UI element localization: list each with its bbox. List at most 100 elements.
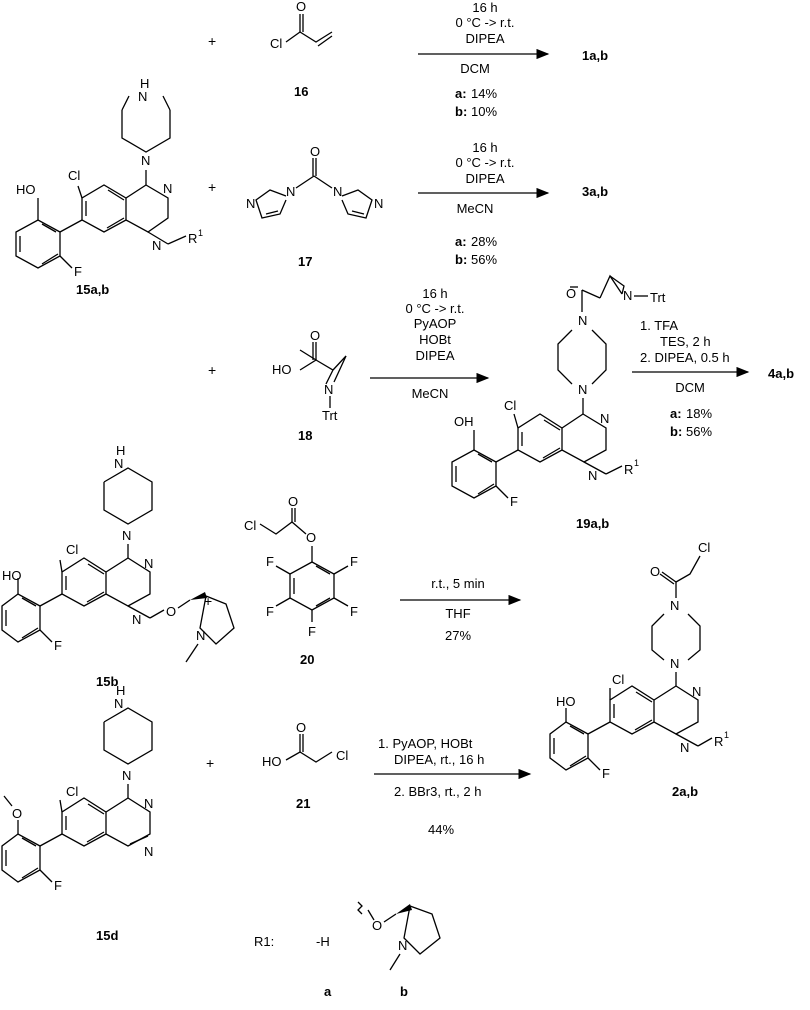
label-2ab: 2a,b xyxy=(672,784,698,799)
svg-text:N: N xyxy=(163,181,172,196)
structure-19ab: N Trt O N N N N R 1 Cl OH F xyxy=(451,274,666,509)
svg-text:H: H xyxy=(116,443,125,458)
svg-text:1. PyAOP, HOBt: 1. PyAOP, HOBt xyxy=(378,736,473,751)
label-15ab: 15a,b xyxy=(76,282,109,297)
svg-text:0 °C -> r.t.: 0 °C -> r.t. xyxy=(455,15,514,30)
label-20: 20 xyxy=(300,652,314,667)
svg-text:1: 1 xyxy=(198,228,203,238)
r1-legend-label: R1: xyxy=(254,934,274,949)
svg-text:Cl: Cl xyxy=(66,784,78,799)
svg-text:1: 1 xyxy=(724,730,729,740)
svg-text:N: N xyxy=(600,411,609,426)
atom-NH: N xyxy=(138,89,147,104)
structure-20: Cl O O F F F F F xyxy=(244,494,358,639)
svg-text:F: F xyxy=(54,878,62,893)
reaction-1: 16 h 0 °C -> r.t. DIPEA DCM a: 14% b: 10… xyxy=(418,0,550,119)
svg-text:N: N xyxy=(578,382,587,397)
svg-text:HOBt: HOBt xyxy=(419,332,451,347)
svg-text:O: O xyxy=(650,564,660,579)
svg-text:Cl: Cl xyxy=(270,36,282,51)
label-17: 17 xyxy=(298,254,312,269)
structure-21: O HO Cl xyxy=(262,720,348,769)
reaction-3: 16 h 0 °C -> r.t. PyAOP HOBt DIPEA MeCN xyxy=(370,286,490,401)
svg-text:O: O xyxy=(288,494,298,509)
svg-text:18%: 18% xyxy=(686,406,712,421)
svg-text:10%: 10% xyxy=(471,104,497,119)
svg-text:R: R xyxy=(188,231,197,246)
svg-text:O: O xyxy=(12,806,22,821)
product-4ab: 4a,b xyxy=(768,366,794,381)
atom-H: H xyxy=(140,76,149,91)
svg-text:N: N xyxy=(324,382,333,397)
svg-text:R: R xyxy=(714,734,723,749)
svg-text:N: N xyxy=(246,196,255,211)
structure-15b: N H N N N O N Cl HO F xyxy=(1,443,235,663)
svg-text:THF: THF xyxy=(445,606,470,621)
svg-text:HO: HO xyxy=(2,568,22,583)
svg-text:N: N xyxy=(692,684,701,699)
svg-text:b:: b: xyxy=(455,252,467,267)
plus-sign: + xyxy=(208,33,216,49)
svg-text:F: F xyxy=(266,604,274,619)
svg-text:F: F xyxy=(510,494,518,509)
svg-text:16 h: 16 h xyxy=(422,286,447,301)
svg-text:HO: HO xyxy=(272,362,292,377)
svg-text:O: O xyxy=(306,530,316,545)
svg-text:+: + xyxy=(208,179,216,195)
structure-18: O N Trt HO xyxy=(272,328,347,423)
svg-text:Trt: Trt xyxy=(650,290,666,305)
svg-text:HO: HO xyxy=(556,694,576,709)
svg-text:2. BBr3, rt., 2 h: 2. BBr3, rt., 2 h xyxy=(394,784,481,799)
svg-text:PyAOP: PyAOP xyxy=(414,316,457,331)
svg-text:Cl: Cl xyxy=(698,540,710,555)
r1-option-b-label: b xyxy=(400,984,408,999)
svg-text:0 °C -> r.t.: 0 °C -> r.t. xyxy=(405,301,464,316)
label-16: 16 xyxy=(294,84,308,99)
svg-text:F: F xyxy=(350,554,358,569)
svg-text:Trt: Trt xyxy=(322,408,338,423)
svg-text:DIPEA: DIPEA xyxy=(465,171,504,186)
svg-text:16 h: 16 h xyxy=(472,140,497,155)
reaction-6: 1. PyAOP, HOBt DIPEA, rt., 16 h 2. BBr3,… xyxy=(374,736,532,837)
svg-text:a:: a: xyxy=(455,234,467,249)
svg-text:O: O xyxy=(296,720,306,735)
svg-text:N: N xyxy=(374,196,383,211)
svg-text:56%: 56% xyxy=(471,252,497,267)
svg-text:H: H xyxy=(116,683,125,698)
svg-text:O: O xyxy=(166,604,176,619)
svg-text:O: O xyxy=(566,286,576,301)
r1-option-a-value: -H xyxy=(316,934,330,949)
svg-text:+: + xyxy=(208,362,216,378)
svg-text:Cl: Cl xyxy=(504,398,516,413)
reaction-5: r.t., 5 min THF 27% xyxy=(400,576,522,643)
svg-text:N: N xyxy=(286,184,295,199)
atom-N: N xyxy=(141,153,150,168)
svg-text:F: F xyxy=(54,638,62,653)
svg-text:N: N xyxy=(196,628,205,643)
svg-text:Cl: Cl xyxy=(244,518,256,533)
svg-text:14%: 14% xyxy=(471,86,497,101)
svg-text:1: 1 xyxy=(634,458,639,468)
label-19ab: 19a,b xyxy=(576,516,609,531)
svg-text:DIPEA: DIPEA xyxy=(465,31,504,46)
product-3ab: 3a,b xyxy=(582,184,608,199)
reaction-2: 16 h 0 °C -> r.t. DIPEA MeCN a: 28% b: 5… xyxy=(418,140,550,267)
svg-text:b:: b: xyxy=(455,104,467,119)
svg-text:N: N xyxy=(152,238,161,253)
svg-text:N: N xyxy=(144,796,153,811)
structure-16: O Cl xyxy=(270,0,333,51)
svg-text:a:: a: xyxy=(670,406,682,421)
svg-text:F: F xyxy=(74,264,82,279)
svg-text:N: N xyxy=(122,768,131,783)
label-15b: 15b xyxy=(96,674,118,689)
svg-text:N: N xyxy=(144,844,153,859)
svg-text:DIPEA, rt., 16 h: DIPEA, rt., 16 h xyxy=(394,752,484,767)
product-1ab: 1a,b xyxy=(582,48,608,63)
svg-text:2. DIPEA, 0.5 h: 2. DIPEA, 0.5 h xyxy=(640,350,730,365)
svg-text:28%: 28% xyxy=(471,234,497,249)
svg-text:F: F xyxy=(602,766,610,781)
svg-text:0 °C -> r.t.: 0 °C -> r.t. xyxy=(455,155,514,170)
svg-text:N: N xyxy=(122,528,131,543)
svg-text:F: F xyxy=(266,554,274,569)
svg-text:TES, 2 h: TES, 2 h xyxy=(660,334,711,349)
